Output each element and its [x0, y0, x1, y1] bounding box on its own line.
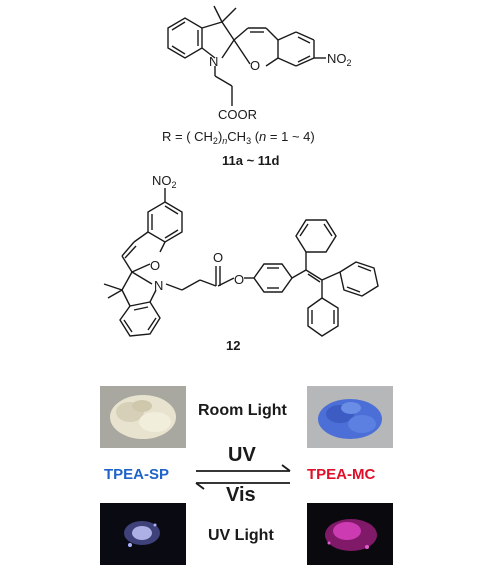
photo-room-light-sp [100, 386, 186, 448]
vis-arrow-label: Vis [226, 484, 256, 506]
photo-uv-light-sp [100, 503, 186, 565]
nitro-12: NO2 [152, 173, 177, 190]
o-ring-12: O [150, 258, 160, 273]
uv-light-label: UV Light [208, 527, 274, 544]
r-definition: R = ( CH2)nCH3 (n = 1 ~ 4) [162, 129, 315, 146]
nitro-11: NO2 [327, 51, 352, 68]
equilibrium-arrows [195, 464, 291, 490]
room-light-label: Room Light [198, 402, 287, 419]
n-atom-12: N [154, 278, 163, 293]
photo-uv-light-mc [307, 503, 393, 565]
o-atom-11: O [250, 58, 260, 73]
ester-group: COOR [218, 107, 257, 122]
o-carbonyl-12: O [213, 250, 223, 265]
n-atom-11: N [209, 54, 218, 69]
photo-room-light-mc [307, 386, 393, 448]
tpea-mc-tag: TPEA-MC [307, 466, 376, 483]
tpea-sp-tag: TPEA-SP [104, 466, 170, 483]
uv-arrow-label: UV [228, 444, 256, 466]
compound-label-12: 12 [226, 338, 240, 352]
o-ester-12: O [234, 272, 244, 287]
structure-12: NO2 O N O O 12 [103, 173, 379, 352]
compound-label-11: 11a ~ 11d [222, 153, 280, 168]
structure-11: N O NO2 COOR R = ( CH2)nCH3 (n = 1 ~ 4) … [162, 5, 352, 168]
